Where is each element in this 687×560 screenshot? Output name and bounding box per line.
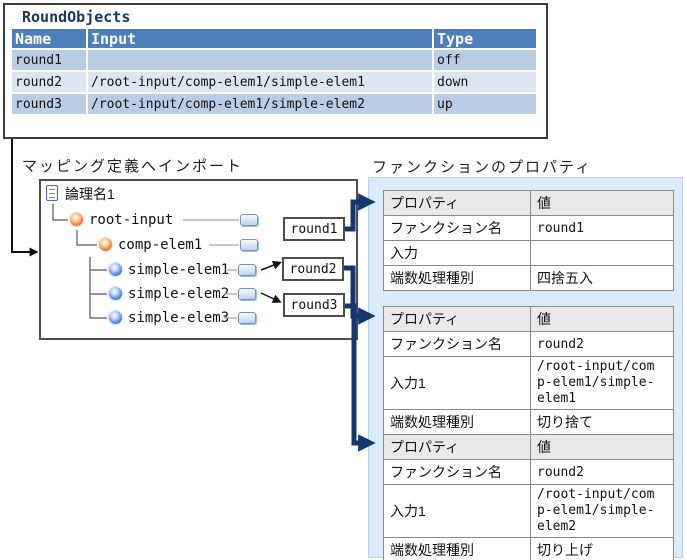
property-row: 端数処理種別 四捨五入 — [383, 265, 674, 291]
table-row: round3 /root-input/comp-elem1/simple-ele… — [12, 94, 536, 114]
property-label: ファンクション名 — [383, 459, 531, 485]
header-property: プロパティ — [383, 434, 531, 460]
property-label: 入力 — [383, 240, 531, 266]
document-icon — [46, 185, 58, 201]
header-property: プロパティ — [383, 190, 531, 216]
simple-element-icon — [109, 263, 122, 276]
mapping-section-label: マッピング定義へインポート — [22, 158, 244, 175]
properties-section-label: ファンクションのプロパティ — [372, 159, 593, 176]
property-row: 入力1 /root-input/comp-elem1/simple-elem2 — [383, 484, 674, 538]
round-objects-title: RoundObjects — [22, 8, 131, 26]
property-row: ファンクション名 round1 — [383, 215, 674, 241]
property-value: round1 — [530, 215, 674, 241]
tree-node-simple-elem1: simple-elem1 — [128, 262, 230, 278]
property-label: 端数処理種別 — [383, 537, 531, 560]
property-value: 四捨五入 — [530, 265, 674, 291]
table-header-row: Name Input Type — [12, 29, 536, 48]
tree-node-simple-elem3: simple-elem3 — [128, 310, 230, 326]
table-row: round2 /root-input/comp-elem1/simple-ele… — [12, 72, 536, 92]
property-row: 入力 — [383, 240, 674, 266]
tree-node-root-input: root-input — [89, 212, 174, 228]
simple-element-icon — [109, 287, 122, 300]
function-box-round3: round3 — [283, 293, 345, 317]
tree-node-simple-elem2: simple-elem2 — [128, 286, 230, 302]
cell-name: round3 — [12, 94, 86, 114]
property-label: 端数処理種別 — [383, 409, 531, 435]
connector-icon — [238, 264, 256, 276]
property-value: round2 — [530, 331, 674, 357]
tree-node-logical-name: 論理名1 — [65, 186, 115, 202]
cell-input: /root-input/comp-elem1/simple-elem1 — [88, 72, 432, 92]
property-label: 入力1 — [383, 356, 531, 410]
property-value: 切り捨て — [530, 409, 674, 435]
property-row: 端数処理種別 切り上げ — [383, 537, 674, 560]
tree-node-comp-elem1: comp-elem1 — [118, 237, 203, 253]
cell-input: /root-input/comp-elem1/simple-elem2 — [88, 94, 432, 114]
property-value: /root-input/comp-elem1/simple-elem1 — [530, 356, 674, 410]
property-label: ファンクション名 — [383, 331, 531, 357]
property-table-3: プロパティ 値 ファンクション名 round2 入力1 /root-input/… — [383, 434, 674, 560]
property-label: 端数処理種別 — [383, 265, 531, 291]
property-value: 切り上げ — [530, 537, 674, 560]
complex-element-icon — [70, 213, 83, 226]
property-row: ファンクション名 round2 — [383, 459, 674, 485]
property-row: 端数処理種別 切り捨て — [383, 409, 674, 435]
round-objects-box: RoundObjects Name Input Type round1 off … — [3, 3, 548, 139]
property-value — [530, 240, 674, 266]
column-header-name: Name — [12, 29, 86, 48]
table-row: round1 off — [12, 50, 536, 70]
cell-type: off — [434, 50, 536, 70]
connector-icon — [240, 214, 258, 226]
cell-type: down — [434, 72, 536, 92]
connector-icon — [238, 312, 256, 324]
property-table-header: プロパティ 値 — [383, 190, 674, 216]
property-table-2: プロパティ 値 ファンクション名 round2 入力1 /root-input/… — [383, 306, 674, 435]
property-label: ファンクション名 — [383, 215, 531, 241]
header-value: 値 — [530, 434, 674, 460]
header-value: 値 — [530, 306, 674, 332]
cell-input — [88, 50, 432, 70]
cell-name: round2 — [12, 72, 86, 92]
property-label: 入力1 — [383, 484, 531, 538]
property-value: /root-input/comp-elem1/simple-elem2 — [530, 484, 674, 538]
complex-element-icon — [99, 238, 112, 251]
round-objects-table: Name Input Type round1 off round2 /root-… — [10, 27, 538, 116]
property-value: round2 — [530, 459, 674, 485]
header-property: プロパティ — [383, 306, 531, 332]
cell-type: up — [434, 94, 536, 114]
function-box-round2: round2 — [282, 257, 344, 281]
header-value: 値 — [530, 190, 674, 216]
function-box-round1: round1 — [283, 217, 345, 241]
column-header-type: Type — [434, 29, 536, 48]
property-table-header: プロパティ 値 — [383, 306, 674, 332]
connector-icon — [240, 239, 258, 251]
property-table-1: プロパティ 値 ファンクション名 round1 入力 端数処理種別 四捨五入 — [383, 190, 674, 291]
cell-name: round1 — [12, 50, 86, 70]
property-table-header: プロパティ 値 — [383, 434, 674, 460]
connector-icon — [238, 288, 256, 300]
simple-element-icon — [109, 311, 122, 324]
column-header-input: Input — [88, 29, 432, 48]
property-row: 入力1 /root-input/comp-elem1/simple-elem1 — [383, 356, 674, 410]
property-row: ファンクション名 round2 — [383, 331, 674, 357]
